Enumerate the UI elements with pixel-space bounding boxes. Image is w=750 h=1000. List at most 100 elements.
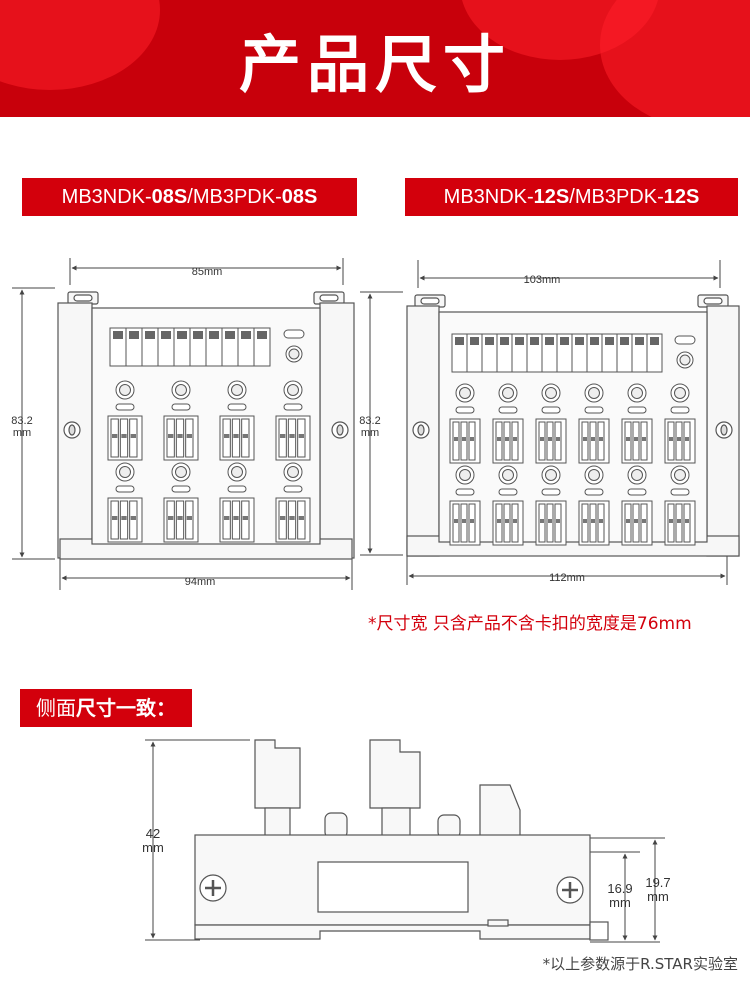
relay-pin-mark xyxy=(470,437,474,441)
relay-pin-mark xyxy=(505,519,509,523)
channel-led-inner xyxy=(119,384,131,396)
relay-pin-mark xyxy=(540,519,544,523)
header-banner: 产品尺寸 xyxy=(0,0,750,117)
banner-decoration xyxy=(600,0,750,117)
relay-pin-mark xyxy=(177,434,183,438)
relay-pin-mark xyxy=(454,437,458,441)
height-unit-label: mm xyxy=(13,427,31,439)
bottom-width-label: 112mm xyxy=(549,572,585,584)
terminal-screw xyxy=(145,331,155,339)
relay-pin-mark xyxy=(289,516,295,520)
relay-pin-mark xyxy=(626,437,630,441)
relay-pin-mark xyxy=(685,519,689,523)
relay-pin-mark xyxy=(677,519,681,523)
terminal-screw xyxy=(560,337,569,345)
channel-label-slot xyxy=(171,403,191,411)
relay-pin-mark xyxy=(513,519,517,523)
channel-led-inner xyxy=(674,469,686,481)
channel-label-slot xyxy=(227,403,247,411)
channel-led-inner xyxy=(588,469,600,481)
side-section-tag: 侧面尺寸一致： xyxy=(20,689,192,727)
channel-label-slot xyxy=(541,406,561,414)
relay-pin-mark xyxy=(634,519,638,523)
relay-pin-mark xyxy=(497,437,501,441)
relay-pin-mark xyxy=(130,516,136,520)
power-led-inner xyxy=(679,354,691,366)
model-tag-left: MB3NDK-08S/MB3PDK-08S xyxy=(22,178,357,216)
terminal-screw xyxy=(161,331,171,339)
channel-led-inner xyxy=(502,469,514,481)
dim-16-9-unit: mm xyxy=(609,895,631,910)
relay-pin-mark xyxy=(298,516,304,520)
relay-pin-mark xyxy=(168,516,174,520)
channel-led-inner xyxy=(287,384,299,396)
terminal-screw xyxy=(470,337,479,345)
channel-label-slot xyxy=(498,406,518,414)
relay-pin-mark xyxy=(298,434,304,438)
terminal-screw xyxy=(605,337,614,345)
terminal-screw xyxy=(590,337,599,345)
relay-pin-mark xyxy=(685,437,689,441)
terminal-screw xyxy=(620,337,629,345)
channel-label-slot xyxy=(283,485,303,493)
front-drawing-right: 103mm 112mm 83.2 mm xyxy=(359,260,740,585)
top-width-label: 103mm xyxy=(524,274,561,286)
terminal-screw xyxy=(455,337,464,345)
relay-pin-mark xyxy=(513,437,517,441)
top-width-label: 85mm xyxy=(192,266,223,278)
terminal-screw xyxy=(113,331,123,339)
channel-led-inner xyxy=(588,387,600,399)
relay-pin-mark xyxy=(583,437,587,441)
channel-led-inner xyxy=(545,387,557,399)
channel-led-inner xyxy=(459,387,471,399)
relay-pin-mark xyxy=(242,434,248,438)
relay-pin-mark xyxy=(224,516,230,520)
width-note: *尺寸宽 只含产品不含卡扣的宽度是76mm xyxy=(368,614,692,634)
side-drawing: 42 mm 16.9 mm 19.7 mm xyxy=(142,739,671,943)
terminal-screw xyxy=(545,337,554,345)
terminal-screw xyxy=(515,337,524,345)
relay-pin-mark xyxy=(233,516,239,520)
relay-pin-mark xyxy=(599,519,603,523)
relay-pin-mark xyxy=(599,437,603,441)
height-unit-label: mm xyxy=(361,427,379,439)
channel-led-inner xyxy=(287,466,299,478)
terminal-screw xyxy=(129,331,139,339)
channel-label-slot xyxy=(498,488,518,496)
terminal-screw xyxy=(530,337,539,345)
terminal-screw xyxy=(485,337,494,345)
channel-label-slot xyxy=(171,485,191,493)
relay-pin-mark xyxy=(121,434,127,438)
channel-label-slot xyxy=(455,406,475,414)
channel-label-slot xyxy=(541,488,561,496)
relay-pin-mark xyxy=(186,516,192,520)
relay-pin-mark xyxy=(280,434,286,438)
relay-pin-mark xyxy=(626,519,630,523)
channel-led-inner xyxy=(175,384,187,396)
terminal-screw xyxy=(177,331,187,339)
side-height-value: 42 xyxy=(146,826,160,841)
model-tag-right: MB3NDK-12S/MB3PDK-12S xyxy=(405,178,738,216)
terminal-screw xyxy=(193,331,203,339)
relay-pin-mark xyxy=(470,519,474,523)
terminal-screw xyxy=(241,331,251,339)
relay-pin-mark xyxy=(591,437,595,441)
relay-pin-mark xyxy=(289,434,295,438)
terminal-screw xyxy=(257,331,267,339)
relay-pin-mark xyxy=(168,434,174,438)
terminal-screw xyxy=(500,337,509,345)
page-title: 产品尺寸 xyxy=(238,28,511,101)
channel-led-inner xyxy=(459,469,471,481)
dim-19-7-unit: mm xyxy=(647,889,669,904)
bottom-width-label: 94mm xyxy=(185,576,216,588)
channel-label-slot xyxy=(227,485,247,493)
relay-pin-mark xyxy=(548,437,552,441)
channel-label-slot xyxy=(115,485,135,493)
relay-pin-mark xyxy=(591,519,595,523)
dim-16-9-value: 16.9 xyxy=(607,881,632,896)
indicator-slot xyxy=(283,329,305,339)
relay-pin-mark xyxy=(642,437,646,441)
dim-19-7-value: 19.7 xyxy=(645,875,670,890)
terminal-screw xyxy=(225,331,235,339)
terminal-screw xyxy=(575,337,584,345)
